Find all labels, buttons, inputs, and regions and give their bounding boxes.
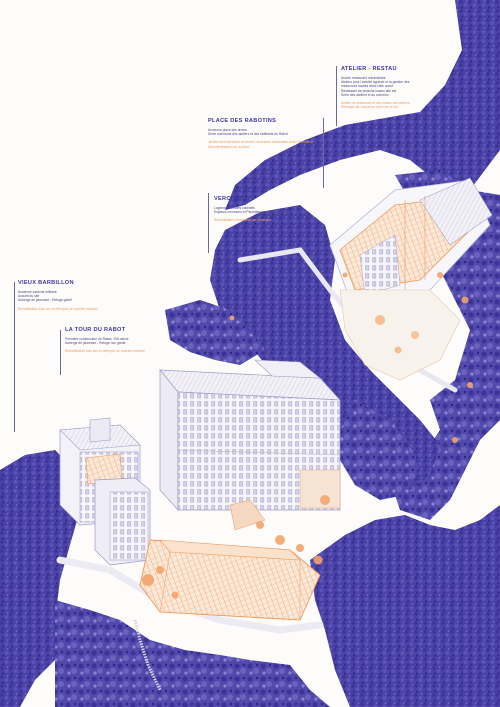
plaza-rabotins (339, 289, 461, 381)
vegetation-north-hill (390, 170, 500, 520)
body-line: Accueil du site (18, 294, 40, 299)
body-line: Auberge de jeunesse - Refuge gardé (18, 298, 73, 303)
note-line: Ancien du restaurant et des locaux des a… (341, 101, 410, 106)
annotation-note: Jardins déminéralisés du terrain, struct… (208, 140, 323, 148)
body-line: Serre des ateliers et du commun (341, 92, 389, 97)
leader-la-tour-du-rabot (60, 330, 61, 375)
annotation-title: PLACE DES RABOTINS (208, 118, 277, 124)
annotation-note: Réhabilitation bois sec et réemploi de m… (65, 349, 160, 353)
vegetation-ridge-left (165, 300, 265, 365)
leader-atelier-restau (336, 66, 337, 126)
orange-trees (142, 272, 473, 599)
body-line: Auberge de jeunesse - Refuge non gardé (65, 341, 126, 346)
annotation-title: VERCORS (214, 196, 244, 202)
annotation-body: Ancienne place des armes Serre commune d… (208, 128, 323, 136)
annotation-title: VIEUX BARBILLON (18, 280, 74, 286)
vegetation-northeast (225, 0, 500, 210)
note-line: Jardins déminéralisés du terrain, struct… (208, 140, 313, 145)
vegetation-south-left (55, 600, 330, 707)
annotation-body: Première construction du Rabot, XVe sièc… (65, 337, 160, 345)
note-line: Réemploi de l'ancienne serre sur le toit (341, 105, 398, 110)
annotation-note: Réhabilitation et isolation par l'extéri… (214, 218, 314, 222)
leader-vercors (208, 193, 209, 253)
body-line: Première construction du Rabot, XVe sièc… (65, 337, 129, 341)
body-line: Logements modes collectifs (214, 206, 255, 210)
vegetation-south-right (310, 505, 500, 707)
building-vercors (159, 359, 341, 511)
stair-path (133, 619, 162, 691)
body-line: Ancien restaurant universitaire (341, 76, 386, 80)
annotation-note: Réhabilitation bois sec et réemploi de m… (18, 307, 108, 311)
body-line: Espaces communs et Pépinière associative… (214, 210, 289, 215)
annotation-body: Logements modes collectifs Espaces commu… (214, 206, 314, 214)
body-line: Ancienne caserne militaire (18, 290, 57, 294)
note-line: Déminéralisation de la place (208, 144, 250, 149)
building-timber-pavilion (139, 499, 321, 621)
body-line: Restaurant de produits locaux aile est (341, 88, 397, 93)
annotation-title: LA TOUR DU RABOT (65, 327, 126, 333)
annotation-body: Ancienne caserne militaire Accueil du si… (18, 290, 108, 303)
note-line: Réhabilitation bois sec et réemploi de m… (65, 349, 145, 354)
building-tour-du-rabot (94, 477, 151, 566)
annotation-body: Ancien restaurant universitaire Ateliers… (341, 76, 436, 97)
annotation-place-des-rabotins: PLACE DES RABOTINS Ancienne place des ar… (208, 118, 323, 149)
body-line: Ateliers pour l'activité agricole et la … (341, 80, 410, 85)
annotation-vercors: VERCORS Logements modes collectifs Espac… (214, 196, 314, 223)
annotation-la-tour-du-rabot: LA TOUR DU RABOT Première construction d… (65, 327, 160, 354)
vegetation-west-slope (0, 450, 80, 707)
leader-vieux-barbillon (14, 282, 15, 432)
note-line: Réhabilitation bois sec et réemploi de m… (18, 306, 98, 311)
note-line: Réhabilitation et isolation par l'extéri… (214, 218, 272, 223)
leader-place-des-rabotins (323, 118, 324, 188)
body-line: Serre commune des ateliers et des habita… (208, 132, 288, 137)
vegetation-valley-center (340, 400, 420, 500)
body-line: Ancienne place des armes (208, 128, 247, 132)
body-line: ressources locales dans l'aile ouest (341, 84, 393, 89)
annotation-atelier-restau: ATELIER - RESTAU Ancien restaurant unive… (341, 66, 436, 109)
annotation-vieux-barbillon: VIEUX BARBILLON Ancienne caserne militai… (18, 280, 108, 311)
annotation-title: ATELIER - RESTAU (341, 66, 397, 72)
annotation-note: Ancien du restaurant et des locaux des a… (341, 101, 436, 109)
